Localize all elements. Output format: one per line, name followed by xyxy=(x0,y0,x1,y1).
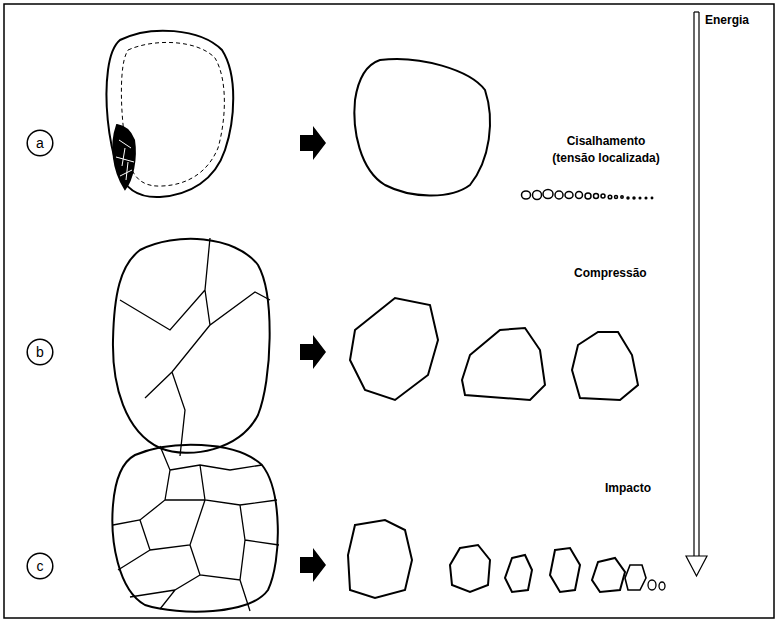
fine-particles xyxy=(522,190,653,200)
compression-product xyxy=(350,298,638,400)
shear-particle xyxy=(106,31,233,197)
block-arrow xyxy=(300,126,326,582)
axis-label: Energia xyxy=(705,12,749,29)
step-letter-circle: a xyxy=(26,129,54,157)
frame-border xyxy=(4,4,774,618)
impact-particle xyxy=(112,445,279,612)
energy-arrow xyxy=(686,12,707,576)
step-letter: a xyxy=(36,136,44,150)
step-letter: c xyxy=(37,559,44,573)
mechanism-label: Compressão xyxy=(574,265,647,282)
impact-product xyxy=(348,520,665,598)
step-letter: b xyxy=(36,345,44,359)
step-letter-circle: b xyxy=(26,338,54,366)
step-letter-circle: c xyxy=(26,552,54,580)
compression-particle xyxy=(113,238,270,456)
mechanism-label: Impacto xyxy=(605,480,651,497)
mechanism-label: Cisalhamento (tensão localizada) xyxy=(548,133,664,168)
shear-product xyxy=(354,59,490,195)
